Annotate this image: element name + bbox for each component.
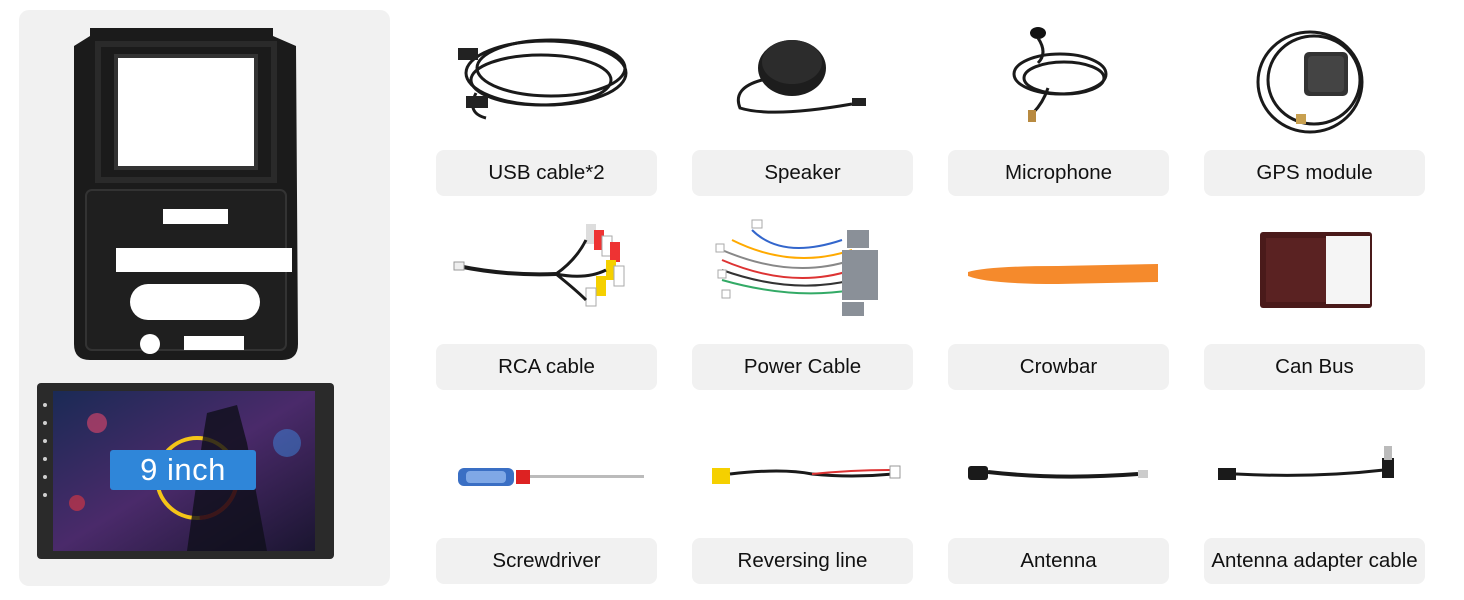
accessory-label: Crowbar — [948, 344, 1169, 390]
usb-cable-icon — [436, 18, 657, 146]
head-unit-image — [37, 383, 334, 559]
accessory-label: Power Cable — [692, 344, 913, 390]
screwdriver-icon — [436, 408, 657, 536]
accessory-label: Can Bus — [1204, 344, 1425, 390]
accessory-label: GPS module — [1204, 150, 1425, 196]
antenna-icon — [948, 408, 1169, 536]
reversing-line-icon — [692, 408, 913, 536]
can-bus-icon — [1204, 210, 1425, 338]
speaker-icon — [692, 18, 913, 146]
accessory-label: Speaker — [692, 150, 913, 196]
crowbar-icon — [948, 210, 1169, 338]
power-cable-icon — [692, 210, 913, 338]
screen-size-badge: 9 inch — [110, 450, 256, 490]
rca-cable-icon — [436, 210, 657, 338]
accessory-label: Antenna — [948, 538, 1169, 584]
dash-frame-image — [68, 14, 303, 360]
gps-module-icon — [1204, 18, 1425, 146]
accessory-label: RCA cable — [436, 344, 657, 390]
microphone-icon — [948, 18, 1169, 146]
accessory-label: Antenna adapter cable — [1204, 538, 1425, 584]
accessory-label: Reversing line — [692, 538, 913, 584]
antenna-adapter-cable-icon — [1204, 408, 1425, 536]
accessory-label: Screwdriver — [436, 538, 657, 584]
accessory-label: USB cable*2 — [436, 150, 657, 196]
accessory-label: Microphone — [948, 150, 1169, 196]
